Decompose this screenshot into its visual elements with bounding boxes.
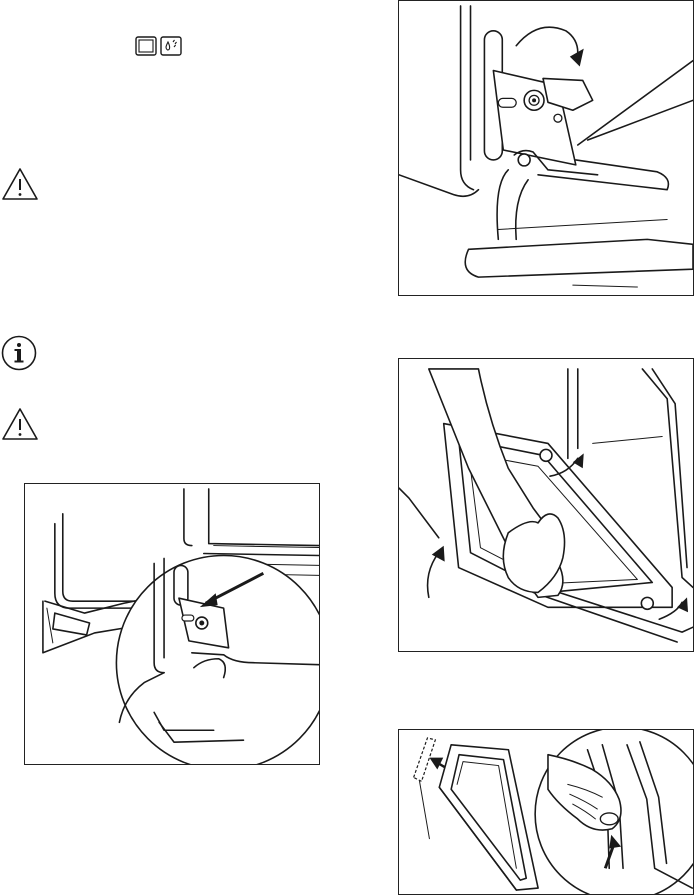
figure-hinge-detail [24,483,320,765]
steam-clean-icon [160,36,182,56]
warning-icon [0,406,40,442]
figure-door-lift-remove [398,358,694,652]
figure-glass-panel-remove [398,729,694,895]
info-icon [0,334,38,372]
oven-light-icon [135,36,157,56]
figure-hinge-lever-rotate [398,0,694,296]
warning-icon [0,166,40,202]
